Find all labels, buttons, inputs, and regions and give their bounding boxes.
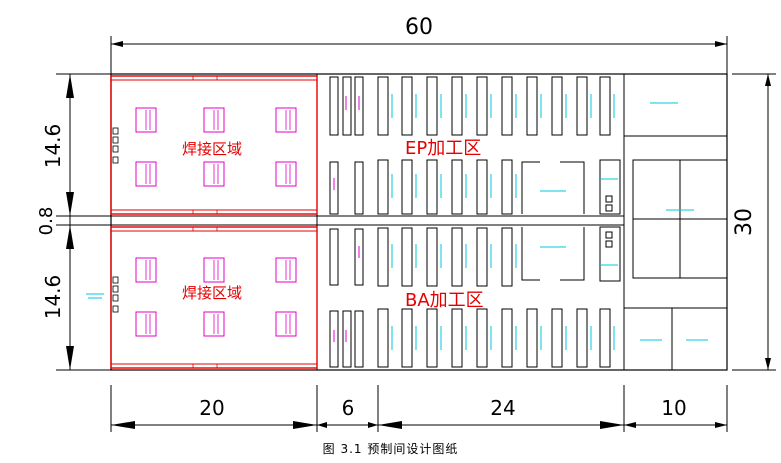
processing-racks-top-row (377, 76, 611, 136)
welding-zone-top-label: 焊接区域 (182, 140, 242, 158)
welding-machine-rack (112, 276, 119, 313)
dimension-bottom-segments: 20 6 24 10 (110, 385, 728, 432)
processing-racks-bottom-row (377, 308, 611, 368)
processing-racks-third-row (377, 227, 513, 287)
dimension-aisle-width-label: 6 (342, 396, 355, 420)
welding-zone-bottom-label: 焊接区域 (182, 284, 242, 302)
welding-station (135, 107, 297, 187)
welding-zone-bottom: 焊接区域 (86, 226, 318, 369)
welding-station (135, 257, 297, 337)
figure-caption: 图 3.1 预制间设计图纸 (322, 442, 459, 456)
processing-rooms (521, 159, 621, 282)
dimension-welding-width-label: 20 (199, 396, 224, 420)
welding-zone-top: 焊接区域 (110, 75, 318, 215)
rack-tags (391, 94, 615, 350)
processing-racks-second-row (377, 159, 513, 215)
dimension-processing-width-label: 24 (490, 396, 515, 420)
building-outline (110, 73, 728, 371)
dimension-bottom-height-label: 14.6 (41, 275, 65, 320)
ba-processing-zone-label: BA加工区 (405, 290, 484, 311)
dimension-total-length-label: 60 (405, 15, 433, 40)
dimension-gap-label: 0.8 (36, 207, 57, 236)
aisle-racks (329, 76, 364, 368)
dimension-top-height-label: 14.6 (41, 124, 65, 169)
welding-machine-rack (112, 127, 119, 164)
dimension-left-heights: 14.6 0.8 14.6 (36, 73, 111, 371)
dimension-total-width-label: 30 (732, 208, 757, 236)
dimension-total-length: 60 (110, 15, 728, 74)
dimension-right-width-label: 10 (661, 396, 686, 420)
ep-processing-zone-label: EP加工区 (405, 138, 481, 159)
right-column-rooms (632, 159, 728, 370)
dimension-total-width: 30 (732, 73, 776, 371)
